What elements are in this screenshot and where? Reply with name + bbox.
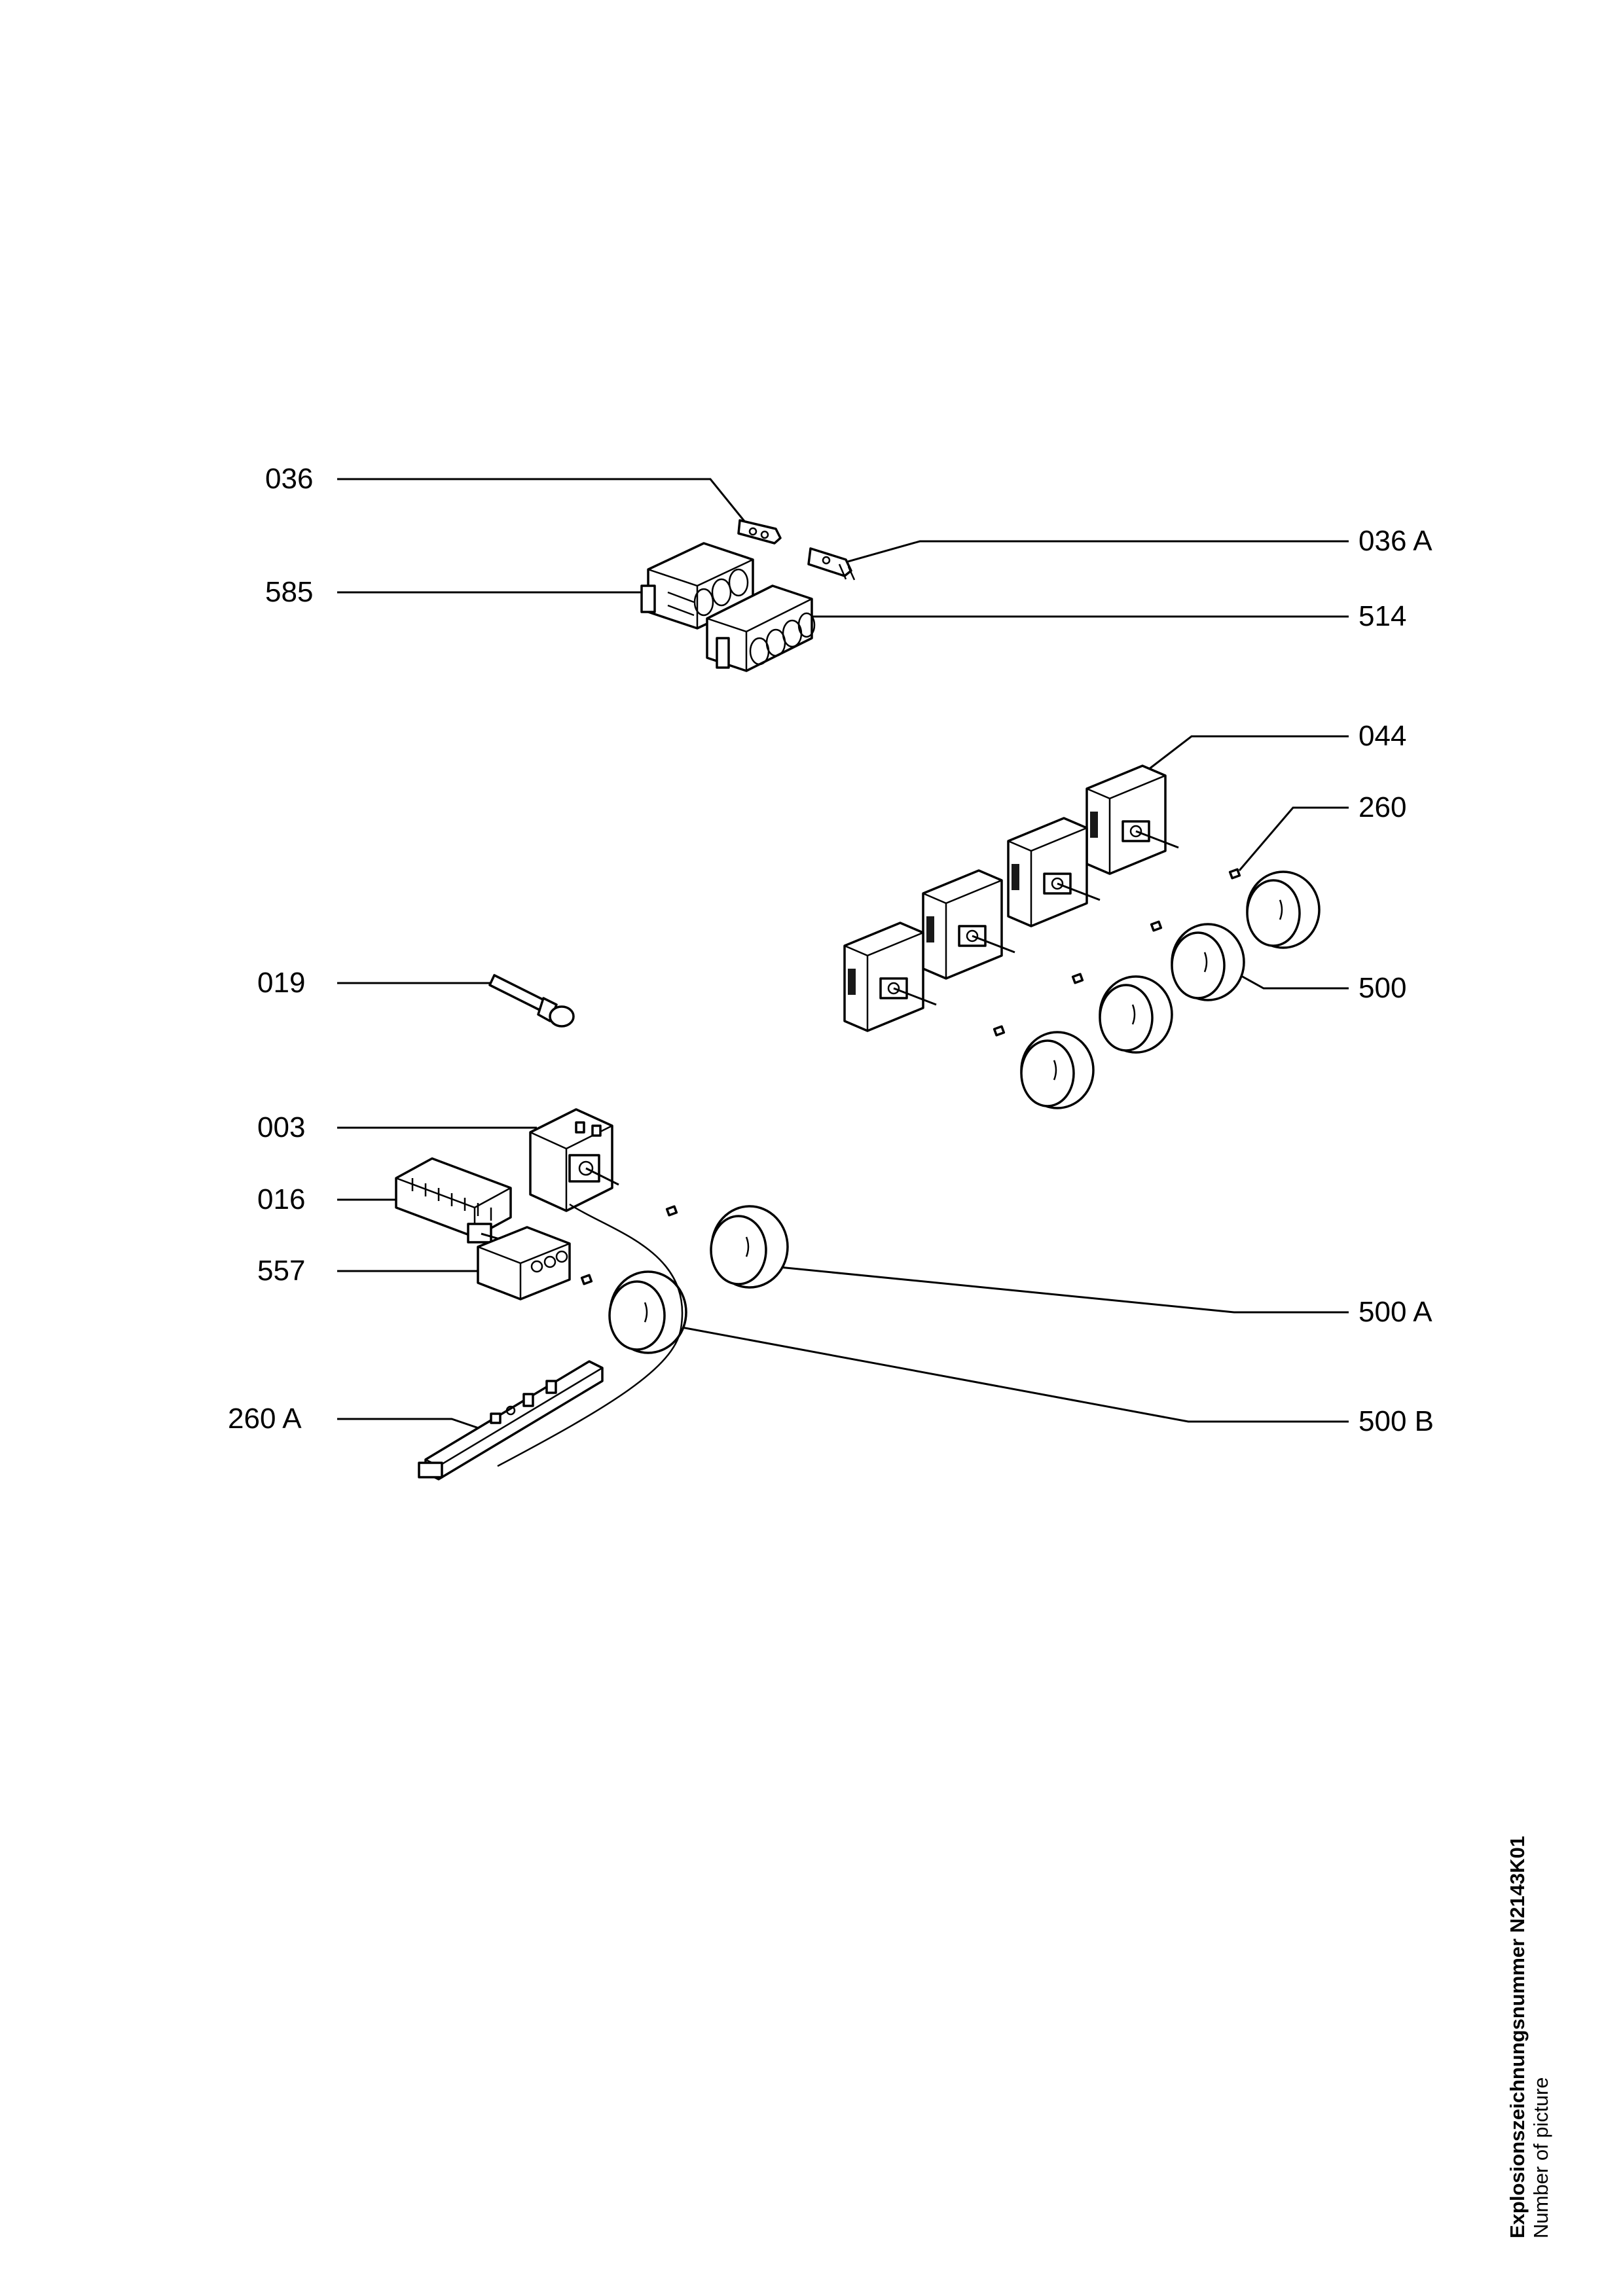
callout-044: 044 xyxy=(1359,720,1407,752)
knob-500-1 xyxy=(1020,1031,1095,1109)
callout-500: 500 xyxy=(1359,972,1407,1004)
picture-number-subtitle: Number of picture xyxy=(1529,2077,1552,2238)
control-strip-260a xyxy=(418,1360,604,1480)
knobs-500 xyxy=(1020,870,1321,1109)
callout-003: 003 xyxy=(257,1111,306,1143)
clips-260 xyxy=(580,868,1241,1285)
knob-500-4 xyxy=(1246,870,1321,949)
indicator-lamp-019 xyxy=(488,974,575,1028)
regulator-2 xyxy=(922,869,1015,980)
knob-500a xyxy=(710,1205,789,1289)
callout-500b: 500 B xyxy=(1359,1405,1434,1437)
callout-036a: 036 A xyxy=(1359,525,1432,557)
leader-500 xyxy=(1233,971,1349,990)
leader-lines xyxy=(337,478,1349,1431)
leader-260 xyxy=(1238,806,1349,871)
terminal-036 xyxy=(737,519,782,545)
leader-500b xyxy=(670,1324,1349,1423)
terminal-block-514 xyxy=(706,584,816,672)
regulator-4 xyxy=(1085,764,1179,875)
knob-500b xyxy=(608,1270,687,1354)
terminal-036a xyxy=(807,547,856,581)
callout-036: 036 xyxy=(265,463,314,495)
leader-500a xyxy=(772,1265,1349,1314)
picture-number-title: Explosionszeichnungsnummer N2143K01 xyxy=(1506,1835,1529,2238)
leader-036a xyxy=(831,540,1349,567)
leader-260a xyxy=(337,1418,485,1431)
callout-019: 019 xyxy=(257,967,306,999)
leader-036 xyxy=(337,478,748,524)
callout-016: 016 xyxy=(257,1183,306,1215)
bracket-557 xyxy=(477,1226,571,1300)
callout-514: 514 xyxy=(1359,600,1407,632)
callout-500a: 500 A xyxy=(1359,1296,1432,1328)
callout-260a: 260 A xyxy=(228,1403,302,1435)
capillary-wire xyxy=(497,1203,684,1467)
regulator-3 xyxy=(1007,817,1101,927)
knob-500-2 xyxy=(1099,975,1173,1054)
thermostat-003 xyxy=(529,1108,619,1212)
callout-557: 557 xyxy=(257,1255,306,1287)
energy-regulators-044 xyxy=(843,764,1179,1032)
knob-500-3 xyxy=(1171,923,1245,1001)
callout-585: 585 xyxy=(265,576,314,608)
callout-260: 260 xyxy=(1359,791,1407,823)
picture-number: Explosionszeichnungsnummer N2143K01 Numb… xyxy=(1506,1780,1553,2238)
regulator-1 xyxy=(843,922,937,1032)
selector-switch-016 xyxy=(395,1157,512,1244)
leader-044 xyxy=(1148,735,1349,770)
